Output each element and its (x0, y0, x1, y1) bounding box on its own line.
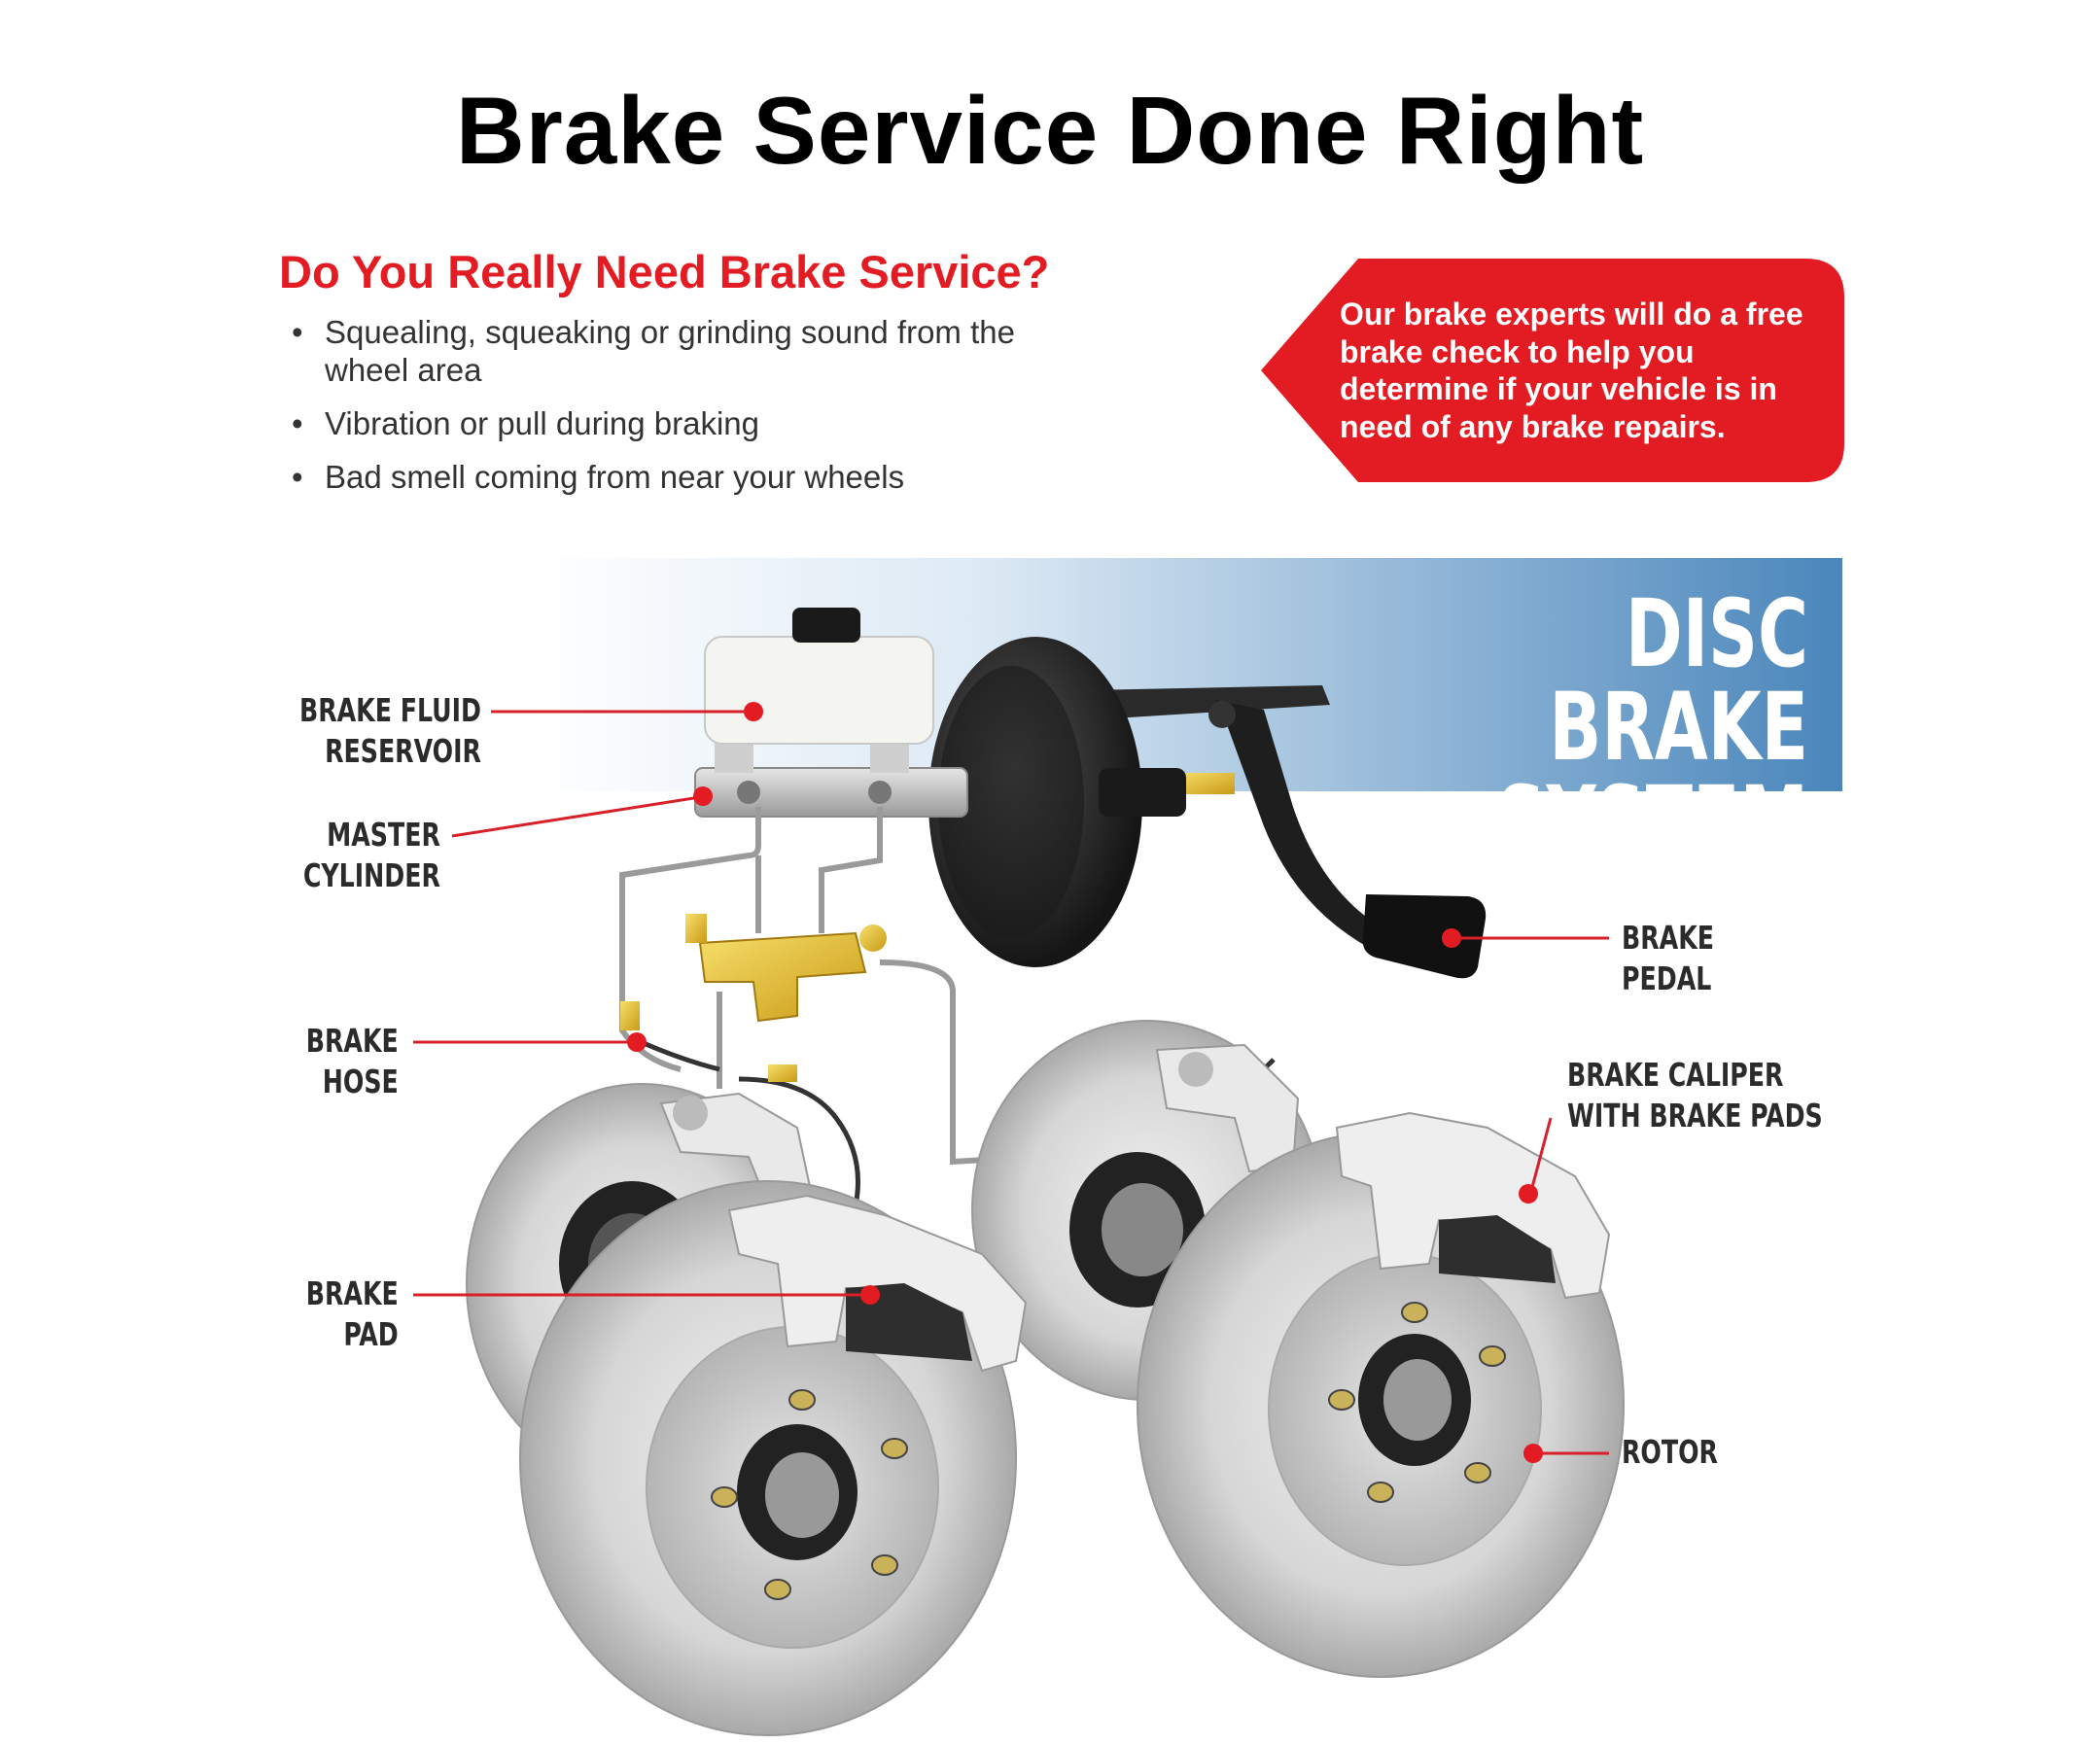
symptom-list: Squealing, squeaking or grinding sound f… (292, 313, 1089, 511)
dot-brake-pad (860, 1285, 880, 1305)
marker-dots (627, 702, 1543, 1463)
disc-brake-title: DISC BRAKE SYSTEM (1496, 579, 1808, 875)
master-cylinder-art (694, 734, 968, 818)
dot-brake-hose (627, 1032, 647, 1052)
symptom-item: Vibration or pull during braking (292, 404, 1089, 442)
dot-master-cylinder (693, 786, 713, 806)
page-title: Brake Service Done Right (455, 77, 1645, 184)
symptom-item: Bad smell coming from near your wheels (292, 458, 1089, 496)
dot-brake-pedal (1442, 928, 1461, 948)
caliper-front-left-art (727, 1194, 1028, 1373)
label-brake-fluid-reservoir: BRAKE FLUID RESERVOIR (299, 691, 481, 770)
dot-fluid-reservoir (744, 702, 763, 721)
label-brake-caliper: BRAKE CALIPER WITH BRAKE PADS (1567, 1056, 1823, 1134)
leader-lines (413, 710, 1609, 1455)
callout-shape (1261, 259, 1844, 482)
label-rotor: ROTOR (1622, 1433, 1718, 1471)
symptom-item: Squealing, squeaking or grinding sound f… (292, 313, 1089, 389)
label-brake-pad: BRAKE PAD (305, 1274, 399, 1353)
fluid-reservoir-art (704, 608, 934, 745)
callout-text: Our brake experts will do a free brake c… (1340, 296, 1803, 444)
brake-booster-art (928, 637, 1186, 967)
dot-rotor (1523, 1444, 1543, 1463)
label-master-cylinder: MASTER CYLINDER (302, 816, 440, 894)
question-heading: Do You Really Need Brake Service? (279, 246, 1050, 297)
rear-calipers-art (659, 1043, 1300, 1207)
label-brake-hose: BRAKE HOSE (305, 1022, 399, 1100)
brake-pedal-art (1089, 685, 1487, 979)
dot-brake-caliper (1519, 1184, 1538, 1203)
label-brake-pedal: BRAKE PEDAL (1622, 919, 1715, 997)
